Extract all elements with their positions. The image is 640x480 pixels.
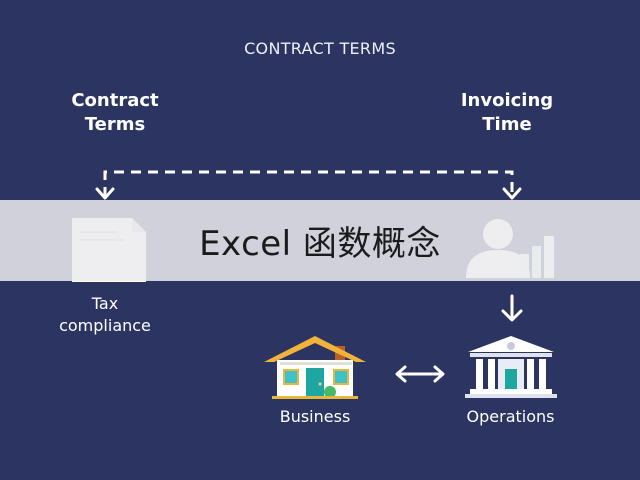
invoicing-time-line2: Time xyxy=(482,114,532,135)
invoicing-time-line1: Invoicing xyxy=(460,90,554,111)
arrowhead-left xyxy=(95,187,115,200)
node-tax-compliance-label: Tax compliance xyxy=(40,293,170,337)
house-icon xyxy=(264,336,366,399)
node-operations-label: Operations xyxy=(466,407,555,426)
double-arrow xyxy=(395,365,445,383)
bank-icon xyxy=(465,336,557,398)
down-arrow xyxy=(501,294,523,322)
contract-terms-line2: Terms xyxy=(84,114,146,135)
node-invoicing-time-label: Invoicing Time xyxy=(437,89,577,137)
dashed-connector-arrowheads xyxy=(95,187,522,200)
diagram-title: CONTRACT TERMS xyxy=(244,39,396,58)
overlay-banner-text: Excel 函数概念 xyxy=(199,224,441,264)
contract-terms-line1: Contract xyxy=(71,90,159,111)
node-contract-terms-label: Contract Terms xyxy=(45,89,185,137)
tax-compliance-line2: compliance xyxy=(59,316,151,335)
overlay-banner xyxy=(0,200,640,281)
node-business-label: Business xyxy=(279,407,351,426)
arrowhead-right xyxy=(502,187,522,200)
dashed-connector xyxy=(103,170,514,197)
tax-compliance-line1: Tax xyxy=(91,294,119,313)
